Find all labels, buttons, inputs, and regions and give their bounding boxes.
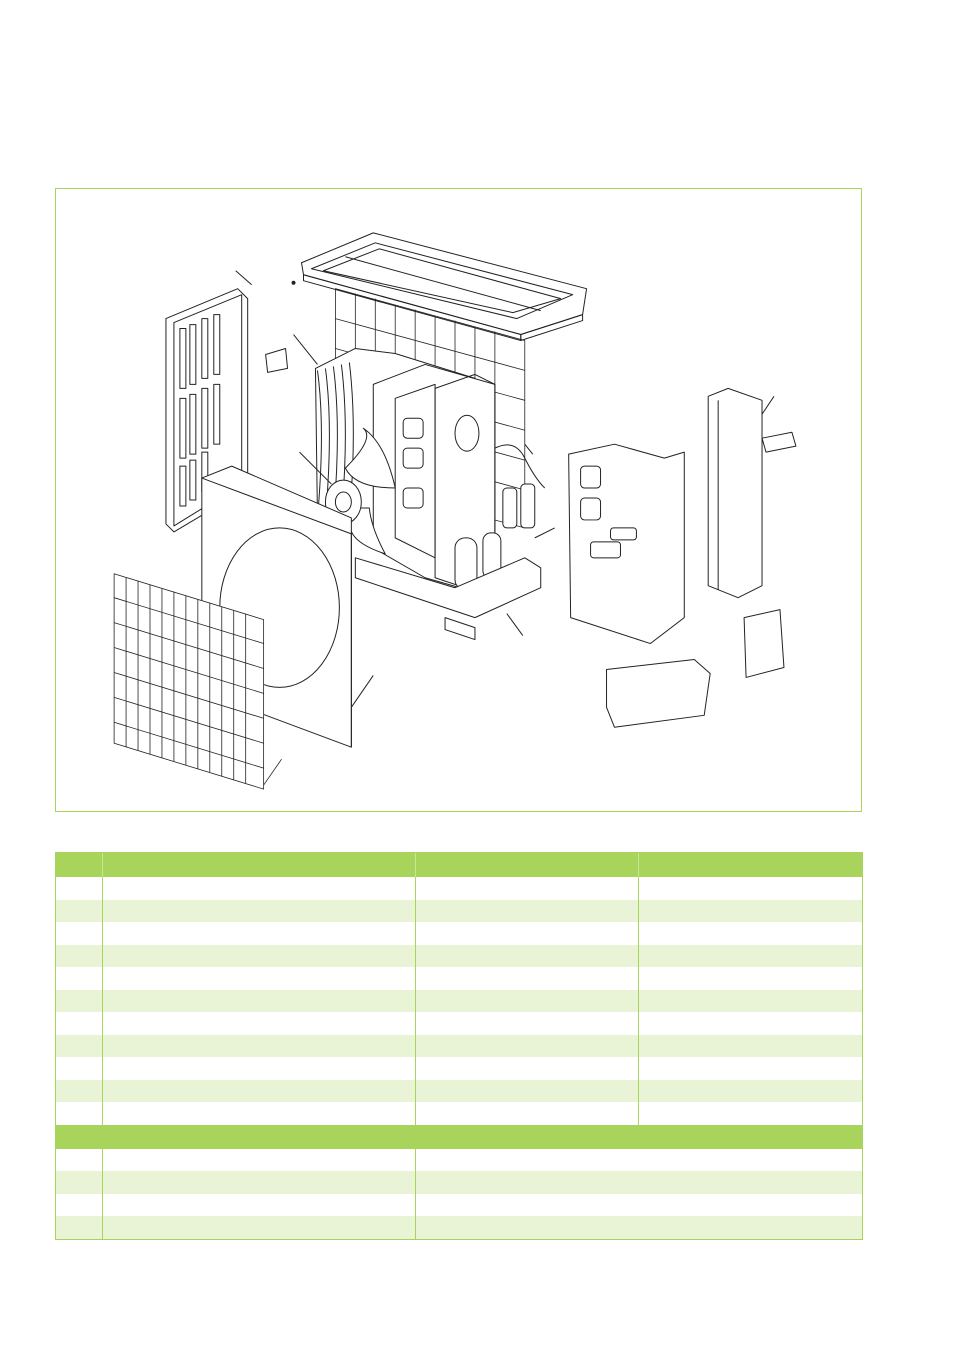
table-cell: [416, 1216, 862, 1239]
table-row: [56, 1012, 862, 1035]
table-row: [56, 1034, 862, 1058]
table-cell: [639, 945, 862, 968]
screw-icon: [291, 280, 296, 285]
header-cell: [56, 853, 103, 877]
table-cell: [416, 1012, 639, 1035]
table-cell: [416, 1171, 862, 1194]
table-cell: [639, 1057, 862, 1080]
table-cell: [56, 1193, 103, 1216]
table-cell: [639, 967, 862, 990]
table-cell: [416, 989, 639, 1012]
front-grille: [113, 573, 282, 790]
table-cell: [416, 1057, 639, 1080]
side-panel-right: [707, 387, 775, 599]
table-cell: [56, 967, 103, 990]
table-cell: [56, 877, 103, 900]
table-cell: [416, 1102, 639, 1125]
table-cell: [416, 967, 639, 990]
table-row: [56, 1216, 862, 1239]
table-row: [56, 989, 862, 1013]
table-cell: [103, 1171, 416, 1194]
table-cell: [416, 1194, 862, 1217]
table-cell: [416, 922, 639, 945]
table-cell: [56, 1148, 103, 1171]
table-cell: [56, 1171, 103, 1194]
table-row: [56, 1171, 862, 1194]
handle: [265, 347, 797, 453]
table-cell: [103, 1102, 416, 1125]
table-row: [56, 1102, 862, 1125]
table-row: [56, 967, 862, 990]
table-cell: [103, 1148, 416, 1171]
table-cell: [639, 990, 862, 1013]
table-cell: [103, 877, 416, 900]
table-cell: [56, 944, 103, 967]
table-cell: [416, 1149, 862, 1172]
table-cell: [416, 1079, 639, 1102]
exploded-view-figure: [55, 188, 862, 812]
top-panel: [301, 232, 588, 342]
table-cell: [103, 1193, 416, 1216]
table-cell: [103, 967, 416, 990]
table-row: [56, 922, 862, 945]
header-cell: [639, 853, 862, 877]
table-cell: [56, 1079, 103, 1102]
table-row: [56, 1079, 862, 1103]
table-cell: [56, 899, 103, 922]
header-cell: [416, 853, 639, 877]
table-cell: [103, 1079, 416, 1102]
table-cell: [416, 944, 639, 967]
table-cell: [103, 989, 416, 1012]
table-cell: [639, 900, 862, 923]
table-cell: [639, 1012, 862, 1035]
table-cell: [416, 899, 639, 922]
table-section-header: [56, 1124, 862, 1149]
table-cell: [639, 922, 862, 945]
table-cell: [56, 1034, 103, 1057]
table-cell: [103, 899, 416, 922]
table-header: [56, 853, 862, 877]
service-cover: [606, 609, 785, 728]
table-cell: [56, 1057, 103, 1080]
table-cell: [56, 989, 103, 1012]
table-cell: [639, 1035, 862, 1058]
table-cell: [103, 1034, 416, 1057]
table-cell: [103, 1012, 416, 1035]
parts-table: [55, 852, 863, 1240]
table-cell: [103, 1057, 416, 1080]
table-cell: [56, 1102, 103, 1125]
section-title: [56, 1125, 862, 1149]
header-cell: [103, 853, 416, 877]
table-row: [56, 899, 862, 923]
table-cell: [56, 922, 103, 945]
table-cell: [56, 1216, 103, 1239]
table-row: [56, 1057, 862, 1080]
table-cell: [103, 922, 416, 945]
table-cell: [639, 877, 862, 900]
table-cell: [56, 1012, 103, 1035]
table-row: [56, 1148, 862, 1172]
table-row: [56, 877, 862, 900]
table-cell: [416, 877, 639, 900]
exploded-view-drawing: [113, 232, 797, 790]
table-row: [56, 1193, 862, 1217]
table-cell: [416, 1034, 639, 1057]
table-cell: [103, 1216, 416, 1239]
compressor-assembly: [354, 363, 542, 641]
table-row: [56, 944, 862, 968]
table-cell: [639, 1102, 862, 1125]
table-cell: [103, 944, 416, 967]
table-cell: [639, 1080, 862, 1103]
valve-assembly: [494, 443, 555, 636]
right-panel: [568, 443, 685, 645]
